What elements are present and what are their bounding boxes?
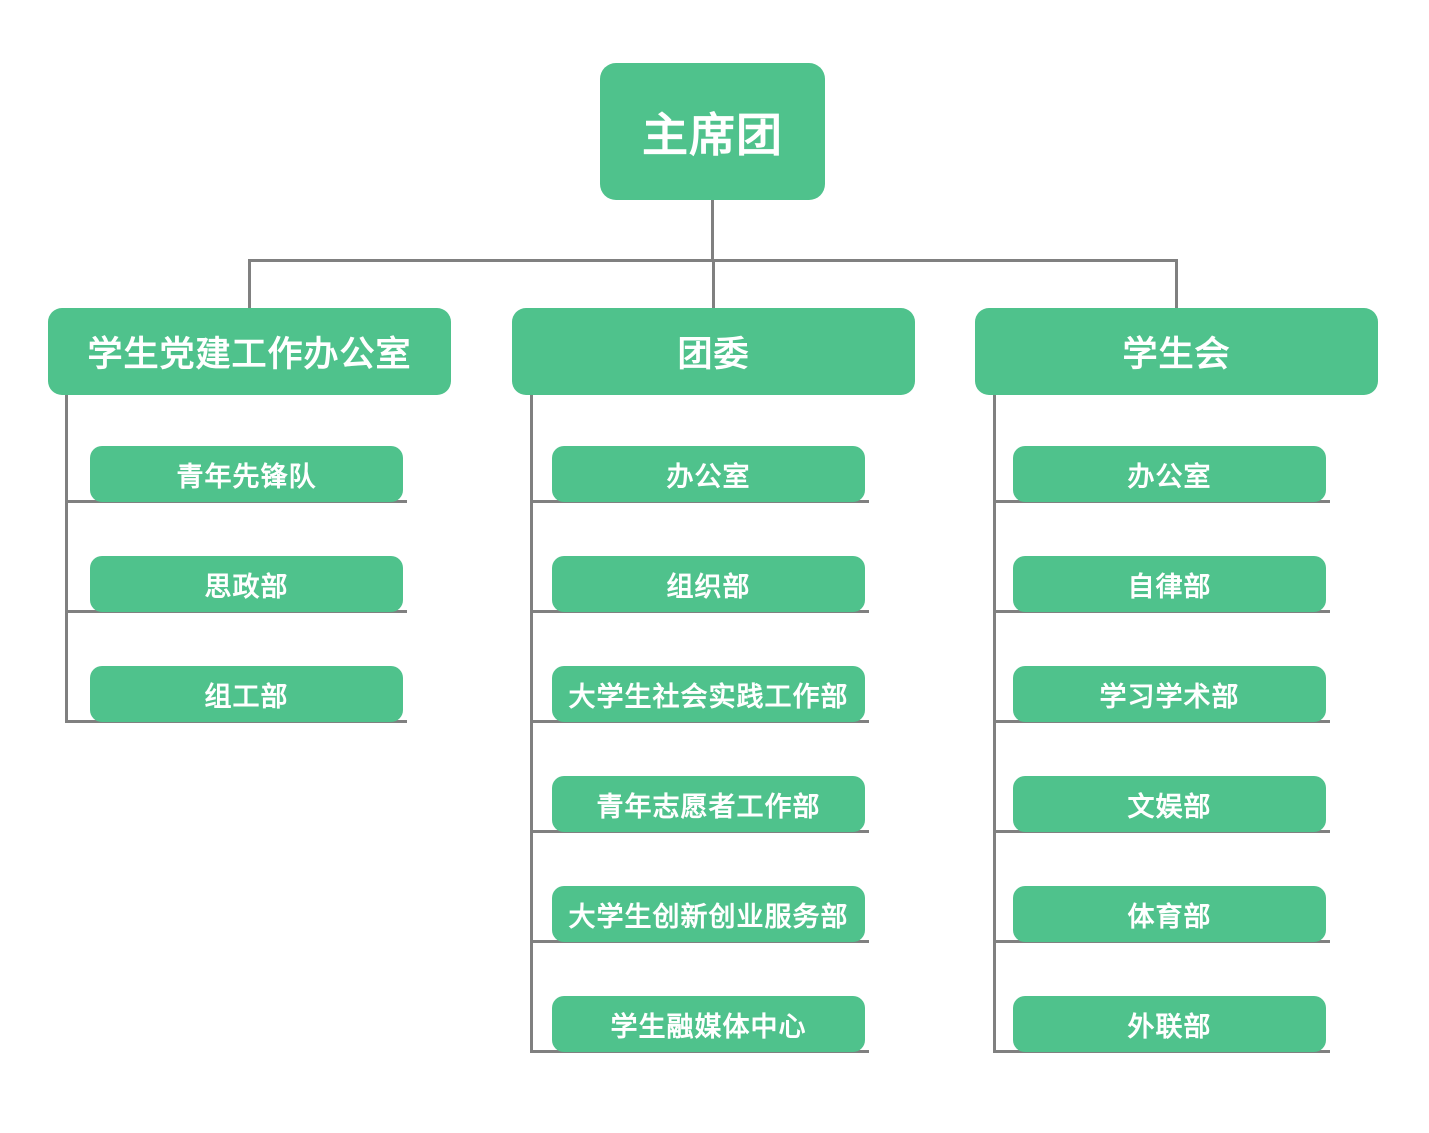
org-node-child-1-0: 办公室 (552, 446, 865, 502)
org-node-child-1-1: 组织部 (552, 556, 865, 612)
org-node-child-0-0: 青年先锋队 (90, 446, 403, 502)
org-node-child-1-3: 青年志愿者工作部 (552, 776, 865, 832)
connector-drop-branch-2 (1175, 259, 1178, 310)
org-node-child-2-2: 学习学术部 (1013, 666, 1326, 722)
connector-root-drop (711, 199, 714, 261)
org-node-child-1-2: 大学生社会实践工作部 (552, 666, 865, 722)
org-node-child-1-5: 学生融媒体中心 (552, 996, 865, 1052)
org-node-child-2-4: 体育部 (1013, 886, 1326, 942)
org-node-root: 主席团 (600, 63, 825, 200)
org-node-child-0-2: 组工部 (90, 666, 403, 722)
org-node-child-2-0: 办公室 (1013, 446, 1326, 502)
org-node-branch-student-union: 学生会 (975, 308, 1378, 395)
org-node-child-2-3: 文娱部 (1013, 776, 1326, 832)
connector-drop-branch-1 (712, 259, 715, 310)
org-node-child-1-4: 大学生创新创业服务部 (552, 886, 865, 942)
org-node-child-2-1: 自律部 (1013, 556, 1326, 612)
connector-drop-branch-0 (248, 259, 251, 310)
org-node-child-2-5: 外联部 (1013, 996, 1326, 1052)
org-node-child-0-1: 思政部 (90, 556, 403, 612)
org-node-branch-party-office: 学生党建工作办公室 (48, 308, 451, 395)
connector-trunk-branch-0 (65, 392, 68, 723)
org-node-branch-youth-league: 团委 (512, 308, 915, 395)
